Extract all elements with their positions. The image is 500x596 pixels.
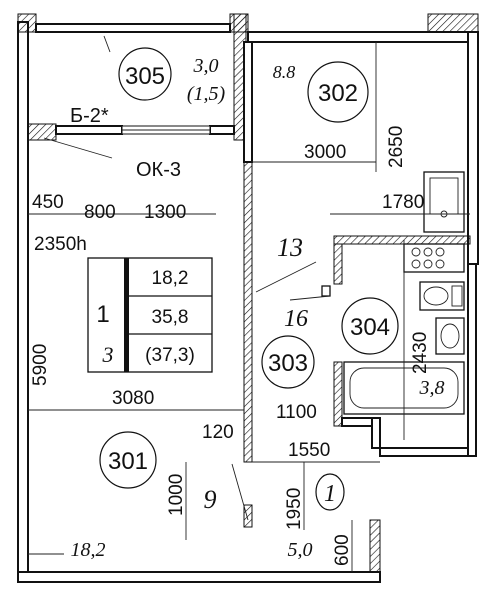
dim-1950: 1950 [284,488,305,530]
hall: 1 5,0 [288,473,345,561]
door-swings [43,35,331,521]
dimension-texts: 450 800 1300 3000 2650 1780 5900 3080 12… [30,126,431,566]
interior-walls [27,13,477,573]
balcony-label: Б-2* [70,105,109,127]
kitchen-fixtures [403,171,465,273]
dim-3080: 3080 [112,388,154,409]
dim-1300: 1300 [144,202,186,223]
summary-total-with-balcony: (37,3) [145,345,195,366]
dim-1780: 1780 [382,192,424,213]
dim-1550: 1550 [288,440,330,461]
dimension-lines [28,42,470,572]
room-301-mark: 9 [204,485,217,514]
room-305-area-sub: (1,5) [187,83,226,105]
room-303-mark-b: 16 [284,306,308,332]
summary-index: 3 [102,342,114,367]
dim-5900: 5900 [30,344,51,386]
dim-450: 450 [32,192,64,213]
room-301-area: 18,2 [71,539,106,561]
room-304-number: 304 [350,314,390,341]
dim-120: 120 [202,422,234,443]
hall-mark: 1 [324,481,336,507]
dim-600: 600 [332,534,353,566]
dim-1000: 1000 [166,474,187,516]
room-304: 304 3,8 [341,297,445,399]
dim-3000: 3000 [304,142,346,163]
sink-icon [423,171,465,233]
washbasin-icon [435,317,465,355]
dim-2650: 2650 [386,126,407,168]
summary-rooms-count: 1 [96,301,109,328]
room-305-area: 3,0 [193,55,219,77]
dim-1100: 1100 [276,402,317,423]
room-302: 302 8.8 [273,61,369,123]
room-305-number: 305 [125,63,165,90]
hall-area: 5,0 [288,539,313,561]
summary-table: 1 3 18,2 35,8 (37,3) [87,257,213,373]
room-305: 305 3,0 (1,5) [118,47,226,105]
room-302-area: 8.8 [273,62,296,82]
room-302-number: 302 [318,80,358,107]
toilet-icon [419,281,465,311]
summary-living-area: 18,2 [152,268,189,289]
room-303: 303 13 16 [261,233,315,389]
dim-800: 800 [84,202,116,223]
room-301-number: 301 [108,448,148,475]
dim-2430: 2430 [410,332,431,374]
stove-icon [403,243,465,273]
summary-total-area: 35,8 [152,307,189,328]
room-303-number: 303 [268,350,308,377]
window-label: ОК-3 [136,159,181,181]
room-301: 301 18,2 9 [71,431,217,561]
room-303-mark-a: 13 [277,233,303,262]
ceiling-height-label: 2350h [34,234,87,255]
room-304-area: 3,8 [419,377,445,399]
